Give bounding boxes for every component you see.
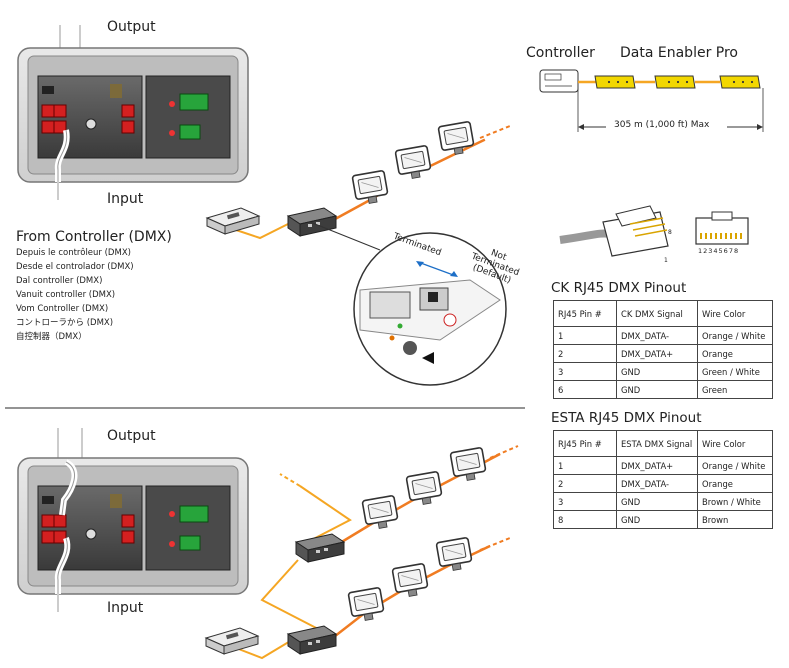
- daisy-chain-diagram: [539, 69, 764, 132]
- signal-cell: DMX_DATA+: [616, 456, 698, 475]
- from-controller-de: Vom Controller (DMX): [16, 304, 109, 314]
- pin-cell: 1: [553, 326, 617, 345]
- signal-cell: GND: [616, 510, 698, 529]
- pin-cell: 6: [553, 380, 617, 399]
- header-cell: ESTA DMX Signal: [616, 430, 698, 457]
- controller-label: Controller: [526, 45, 595, 61]
- signal-cell: GND: [616, 380, 698, 399]
- color-cell: Green / White: [697, 362, 773, 381]
- header-cell: RJ45 Pin #: [553, 430, 617, 457]
- esta-table-title: ESTA RJ45 DMX Pinout: [551, 410, 702, 426]
- signal-cell: DMX_DATA+: [616, 344, 698, 363]
- from-controller-es: Desde el controlador (DMX): [16, 262, 134, 272]
- color-cell: Brown / White: [697, 492, 773, 511]
- from-controller-title: From Controller (DMX): [16, 229, 172, 245]
- header-cell: CK DMX Signal: [616, 300, 698, 327]
- from-controller-zh: 自控制器（DMX）: [16, 332, 87, 342]
- color-cell: Orange / White: [697, 456, 773, 475]
- pin-cell: 3: [553, 492, 617, 511]
- ck-table-title: CK RJ45 DMX Pinout: [551, 280, 687, 296]
- bottom-output-label: Output: [107, 428, 156, 444]
- bottom-system-drawing: [205, 445, 519, 660]
- signal-cell: DMX_DATA-: [616, 326, 698, 345]
- top-input-label: Input: [107, 191, 144, 207]
- data-enabler-label: Data Enabler Pro: [620, 45, 738, 61]
- pin-1-label: 1: [664, 257, 668, 264]
- pin-cell: 8: [553, 510, 617, 529]
- color-cell: Orange / White: [697, 326, 773, 345]
- signal-cell: DMX_DATA-: [616, 474, 698, 493]
- from-controller-it: Dal controller (DMX): [16, 276, 103, 286]
- top-output-label: Output: [107, 19, 156, 35]
- color-cell: Brown: [697, 510, 773, 529]
- termination-zoom-circle: [309, 221, 507, 386]
- pin-cell: 2: [553, 474, 617, 493]
- bottom-input-label: Input: [107, 600, 144, 616]
- header-cell: Wire Color: [697, 300, 773, 327]
- color-cell: Orange: [697, 344, 773, 363]
- rj45-connector-drawing: [559, 205, 749, 257]
- signal-cell: GND: [616, 362, 698, 381]
- from-controller-block: From Controller (DMX) Depuis le contrôle…: [16, 229, 172, 344]
- distance-label: 305 m (1,000 ft) Max: [614, 120, 710, 130]
- bottom-power-data-box: [17, 428, 249, 612]
- color-cell: Orange: [697, 474, 773, 493]
- pin-cell: 2: [553, 344, 617, 363]
- from-controller-ja: コントローラから (DMX): [16, 318, 114, 328]
- from-controller-nl: Vanuit controller (DMX): [16, 290, 116, 300]
- signal-cell: GND: [616, 492, 698, 511]
- pin-cell: 1: [553, 456, 617, 475]
- from-controller-fr: Depuis le contrôleur (DMX): [16, 248, 131, 258]
- pin-8-label: 8: [668, 229, 672, 236]
- table-header-row: RJ45 Pin # CK DMX Signal Wire Color: [553, 300, 773, 327]
- pin-cell: 3: [553, 362, 617, 381]
- pin-numbers-label: 12345678: [698, 247, 740, 255]
- header-cell: Wire Color: [697, 430, 773, 457]
- top-system-drawing: [206, 120, 511, 240]
- table-header-row: RJ45 Pin # ESTA DMX Signal Wire Color: [553, 430, 773, 457]
- header-cell: RJ45 Pin #: [553, 300, 617, 327]
- top-power-data-box: [17, 25, 249, 200]
- color-cell: Green: [697, 380, 773, 399]
